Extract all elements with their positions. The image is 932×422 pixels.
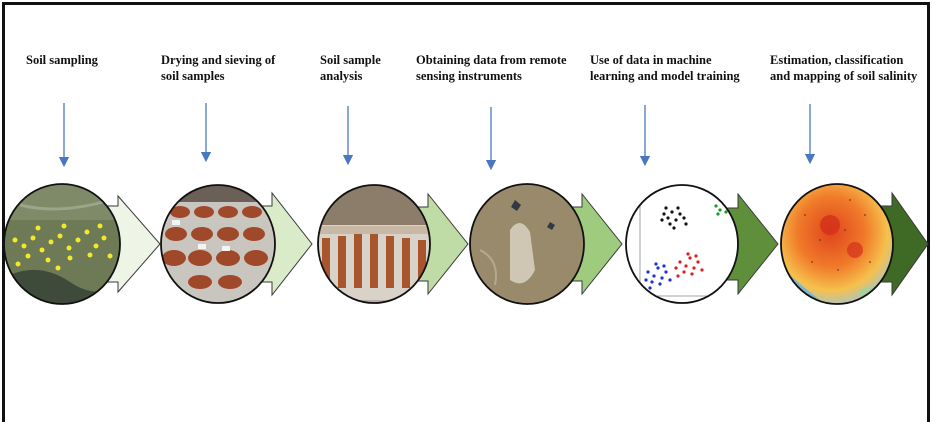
remote-sensing-image bbox=[465, 180, 595, 310]
ml-scatter-plot-image bbox=[620, 180, 750, 310]
soil-sampling-map-image bbox=[0, 180, 130, 310]
drying-samples-image bbox=[150, 180, 290, 310]
salinity-map-image bbox=[775, 180, 900, 310]
lab-analysis-image bbox=[310, 180, 440, 310]
down-arrows bbox=[64, 103, 810, 165]
